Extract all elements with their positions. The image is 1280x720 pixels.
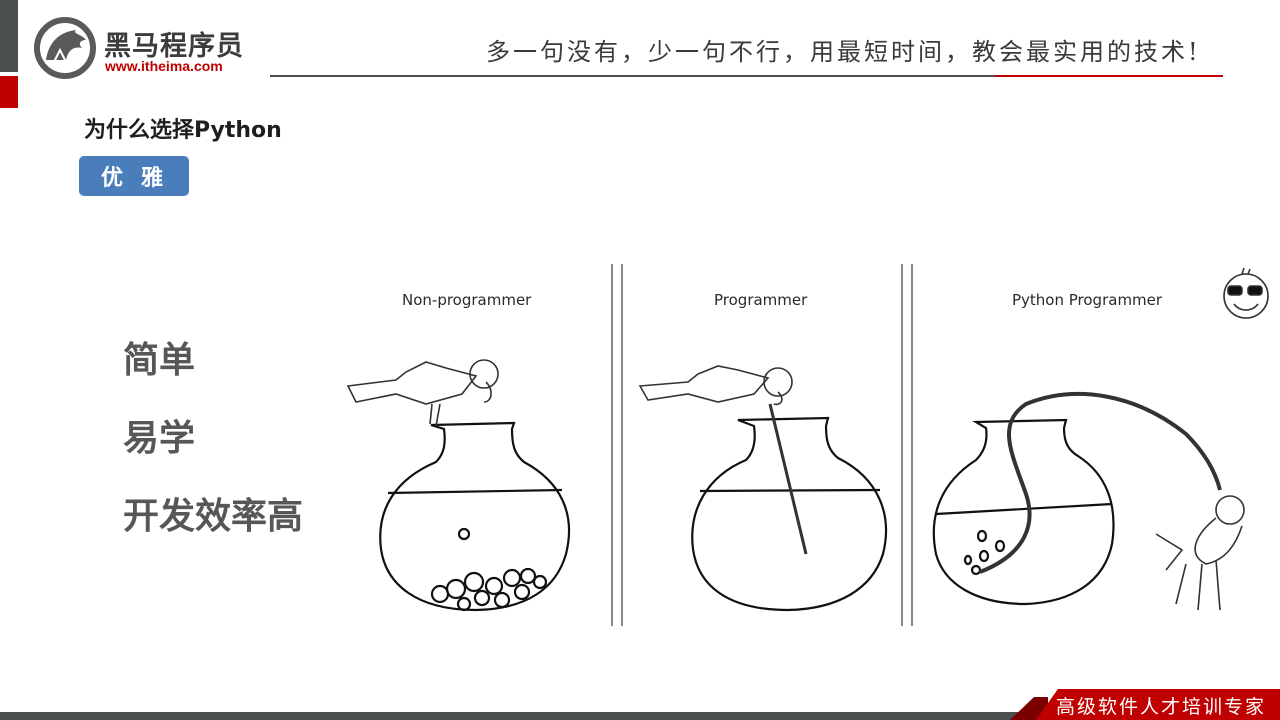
sunglasses-face-icon bbox=[1223, 267, 1269, 319]
topic-tag: 优雅 bbox=[79, 156, 189, 196]
footer-badge bbox=[1010, 689, 1280, 720]
benefit-item: 简单 bbox=[123, 340, 196, 381]
straw-icon bbox=[768, 403, 808, 555]
vase-icon bbox=[932, 418, 1115, 606]
bird-icon bbox=[1155, 495, 1245, 611]
footer-bar bbox=[0, 712, 1280, 720]
straw-icon bbox=[979, 392, 1222, 574]
benefit-item: 易学 bbox=[123, 418, 196, 459]
benefit-list: 简单 易学 开发效率高 bbox=[123, 338, 303, 572]
bird-icon bbox=[638, 365, 793, 406]
bird-icon bbox=[346, 359, 499, 427]
horse-logo-icon bbox=[34, 17, 96, 79]
panel-label-non-programmer: Non-programmer bbox=[402, 291, 532, 309]
benefit-item: 开发效率高 bbox=[123, 496, 304, 537]
slogan: 多一句没有，少一句不行，用最短时间，教会最实用的技术! bbox=[486, 38, 1201, 66]
comic-drawing bbox=[346, 264, 1269, 626]
comic-illustration: Non-programmer Programmer Python Program… bbox=[336, 264, 1280, 626]
vase-icon bbox=[379, 421, 571, 612]
panel-label-python-programmer: Python Programmer bbox=[1012, 291, 1163, 309]
footer-tagline: 高级软件人才培训专家 bbox=[1056, 696, 1267, 718]
logo-url: www.itheima.com bbox=[105, 58, 223, 74]
header-rule-red bbox=[995, 75, 1223, 77]
header-rule-gray bbox=[270, 75, 995, 77]
vase-icon bbox=[691, 416, 888, 612]
side-accent-red bbox=[0, 76, 18, 108]
panel-label-programmer: Programmer bbox=[714, 291, 808, 309]
logo-text-cn: 黑马程序员 bbox=[104, 31, 244, 62]
brand-logo: 黑马程序员 www.itheima.com bbox=[32, 16, 262, 80]
section-title: 为什么选择Python bbox=[84, 118, 282, 143]
side-accent-gray bbox=[0, 0, 18, 72]
